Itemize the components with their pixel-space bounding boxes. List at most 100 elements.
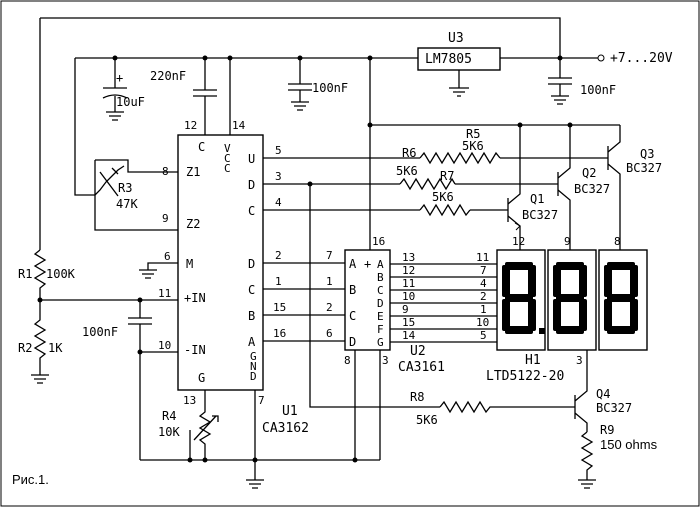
u2-plus: + xyxy=(364,257,371,271)
u2-pin-2: 2 xyxy=(326,301,333,314)
c1-value: 220nF xyxy=(150,69,186,83)
u1-pin-14: 14 xyxy=(232,119,246,132)
digit-1-segment xyxy=(502,265,510,297)
u1-pin-13: 13 xyxy=(183,394,196,407)
u1-pin-6: 6 xyxy=(164,250,171,263)
h1-ref: H1 xyxy=(525,353,541,368)
h1-pin-5: 5 xyxy=(480,329,487,342)
capacitor-100nf-rail: 100nF xyxy=(288,58,348,111)
u2-output-wires xyxy=(390,263,497,343)
h1-pin-3: 3 xyxy=(576,354,583,367)
u1-label-z2: Z2 xyxy=(186,217,200,231)
u3-regulator: LM7805 U3 xyxy=(417,31,501,97)
r4-ref: R4 xyxy=(162,409,176,423)
digit-3-segment xyxy=(604,299,612,331)
h1-pin-11: 11 xyxy=(476,251,489,264)
q3-ref: Q3 xyxy=(640,147,654,161)
q3-part: BC327 xyxy=(626,161,662,175)
u2-out-pin-15: 15 xyxy=(402,316,415,329)
u2-out-d: D xyxy=(377,297,384,310)
u1-label-plus-in: +IN xyxy=(184,291,206,305)
q1-part: BC327 xyxy=(522,208,558,222)
u2-in-d: D xyxy=(349,335,356,349)
h1-pin-8: 8 xyxy=(614,235,621,248)
u2-out-pin-11: 11 xyxy=(402,277,415,290)
digit-2-segment xyxy=(556,326,584,334)
digit-3-segment xyxy=(630,265,638,297)
resistor-r8 xyxy=(408,400,575,414)
digit-2-segment xyxy=(556,262,584,270)
c4-value: 100nF xyxy=(82,325,118,339)
u3-ref: U3 xyxy=(448,31,464,46)
r6-ref: R6 xyxy=(402,146,416,160)
figure-caption: Рис.1. xyxy=(12,472,49,487)
u1-pin-16: 16 xyxy=(273,327,286,340)
digit-3-segment xyxy=(630,299,638,331)
c2-plus: + xyxy=(116,71,123,85)
h1-part: LTD5122-20 xyxy=(486,369,564,384)
digit-2-segment xyxy=(556,294,584,302)
u2-pin-1: 1 xyxy=(326,275,333,288)
r1-ref: R1 xyxy=(18,267,32,281)
u1-pin-9: 9 xyxy=(162,212,169,225)
r6-value: 5K6 xyxy=(396,164,418,178)
u2-out-pin-10: 10 xyxy=(402,290,415,303)
h1-pin-2: 2 xyxy=(480,290,487,303)
u2-in-a: A xyxy=(349,257,357,271)
q2-transistor: Q2 BC327 xyxy=(455,125,610,250)
h1-pin-12: 12 xyxy=(512,235,525,248)
digit-3-segment xyxy=(604,265,612,297)
u1-label-m: M xyxy=(186,257,193,271)
u2-out-pin-13: 13 xyxy=(402,251,415,264)
u1-ref: U1 xyxy=(282,404,298,419)
c2-value: 10uF xyxy=(116,95,145,109)
q2-part: BC327 xyxy=(574,182,610,196)
u1-label-z1: Z1 xyxy=(186,165,200,179)
u2-pin-8: 8 xyxy=(344,354,351,367)
capacitor-10uf: + 10uF xyxy=(102,58,145,121)
u1-pin-11: 11 xyxy=(158,287,171,300)
q3-transistor: Q3 BC327 xyxy=(500,125,662,250)
u1-label-d1: D xyxy=(248,178,255,192)
q1-ref: Q1 xyxy=(530,192,544,206)
q2-ref: Q2 xyxy=(582,166,596,180)
u1-label-a: A xyxy=(248,335,256,349)
digit-1-segment xyxy=(502,299,510,331)
r9-ref: R9 xyxy=(600,423,614,437)
r7-value: 5K6 xyxy=(432,190,454,204)
u2-out-pin-9: 9 xyxy=(402,303,409,316)
r3-ref: R3 xyxy=(118,181,132,195)
u2-ic: A B C D + A B C D E F G U2 CA3161 xyxy=(344,249,445,375)
h1-pin-7: 7 xyxy=(480,264,487,277)
resistor-r8-upper xyxy=(419,203,471,217)
resistor-r2 xyxy=(31,300,49,384)
r1-value: 100K xyxy=(46,267,76,281)
r5-ref: R5 xyxy=(466,127,480,141)
u1-pin-4: 4 xyxy=(275,196,282,209)
u2-out-g: G xyxy=(377,336,384,349)
ground-m xyxy=(139,262,178,279)
u3-part: LM7805 xyxy=(425,52,472,67)
u1-label-vcc: V xyxy=(224,142,231,155)
decimal-point xyxy=(539,328,545,334)
resistor-r1 xyxy=(33,249,47,300)
h1-pin-10: 10 xyxy=(476,316,489,329)
digit-3-segment xyxy=(607,262,635,270)
u1-pin-10: 10 xyxy=(158,339,171,352)
resistor-r6 xyxy=(419,151,501,165)
u1-pin-3: 3 xyxy=(275,170,282,183)
q4-transistor: Q4 BC327 xyxy=(574,350,632,432)
h1-pin-9: 9 xyxy=(564,235,571,248)
u2-out-b: B xyxy=(377,271,384,284)
digit-3-segment xyxy=(607,294,635,302)
u1-label-c3: C xyxy=(248,283,255,297)
u2-in-b: B xyxy=(349,283,356,297)
u1-pin-1: 1 xyxy=(275,275,282,288)
u2-out-e: E xyxy=(377,310,384,323)
ground-bus xyxy=(140,390,380,489)
u1-pin-5: 5 xyxy=(275,144,282,157)
h1-pin-4: 4 xyxy=(480,277,487,290)
c5-value: 100nF xyxy=(580,83,616,97)
u2-out-c: C xyxy=(377,284,384,297)
